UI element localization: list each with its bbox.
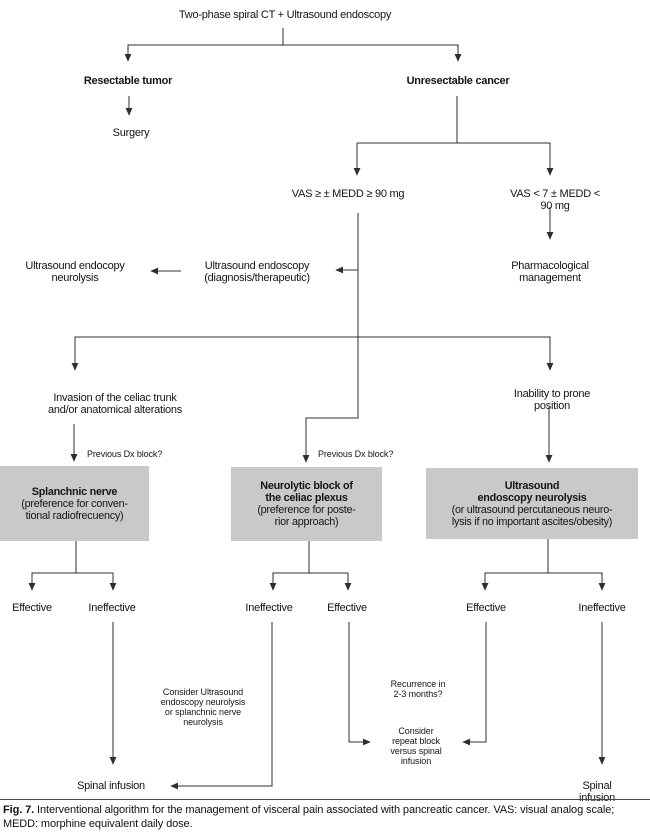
box-splanchnic-title: Splanchnic nerve bbox=[31, 485, 118, 498]
label-effective-3: Effective bbox=[466, 602, 506, 614]
figure-caption: Fig. 7. Interventional algorithm for the… bbox=[3, 804, 648, 831]
node-ultrasound-endocopy-neurolysis: Ultrasound endocopy neurolysis bbox=[25, 260, 125, 284]
label-ineffective-3: Ineffective bbox=[578, 602, 626, 614]
box-neurolytic-title: Neurolytic block of the celiac plexus bbox=[260, 480, 353, 504]
box-splanchnic-nerve: Splanchnic nerve (preference for conven-… bbox=[0, 466, 149, 541]
node-vas-low: VAS < 7 ± MEDD < 90 mg bbox=[510, 188, 600, 212]
node-surgery: Surgery bbox=[112, 127, 150, 139]
node-title: Two-phase spiral CT + Ultrasound endosco… bbox=[178, 9, 392, 21]
note-recurrence: Recurrence in 2-3 months? bbox=[390, 679, 446, 699]
label-ineffective-2: Ineffective bbox=[245, 602, 293, 614]
note-consider-us-neurolysis: Consider Ultrasound endoscopy neurolysis… bbox=[160, 687, 246, 727]
box-neurolytic-subtitle: (preference for poste- rior approach) bbox=[257, 504, 356, 528]
box-ultrasound-subtitle: (or ultrasound percutaneous neuro- lysis… bbox=[451, 503, 613, 528]
box-ultrasound-endoscopy-neurolysis: Ultrasound endoscopy neurolysis (or ultr… bbox=[426, 468, 638, 539]
caption-divider bbox=[0, 799, 650, 800]
caption-text: Interventional algorithm for the managem… bbox=[3, 804, 615, 830]
label-effective-1: Effective bbox=[12, 602, 52, 614]
label-previous-dx-block-left: Previous Dx block? bbox=[87, 449, 163, 459]
node-invasion-celiac-trunk: Invasion of the celiac trunk and/or anat… bbox=[48, 392, 182, 416]
node-spinal-infusion-right: Spinal infusion bbox=[579, 780, 615, 804]
note-consider-repeat-block: Consider repeat block versus spinal infu… bbox=[390, 726, 442, 766]
node-resectable-tumor: Resectable tumor bbox=[83, 75, 173, 87]
label-ineffective-1: Ineffective bbox=[88, 602, 136, 614]
label-previous-dx-block-mid: Previous Dx block? bbox=[318, 449, 394, 459]
box-ultrasound-title: Ultrasound endoscopy neurolysis bbox=[477, 479, 587, 504]
box-splanchnic-subtitle: (preference for conven- tional radiofrec… bbox=[21, 497, 128, 522]
node-inability-prone-position: Inability to prone position bbox=[513, 388, 591, 412]
caption-label: Fig. 7. bbox=[3, 804, 35, 816]
connector-arrows bbox=[28, 45, 606, 790]
node-spinal-infusion-left: Spinal infusion bbox=[77, 780, 145, 792]
node-ultrasound-endoscopy-diagnostic: Ultrasound endoscopy (diagnosis/therapeu… bbox=[204, 260, 310, 284]
connector-lines bbox=[31, 28, 603, 574]
node-unresectable-cancer: Unresectable cancer bbox=[406, 75, 510, 87]
node-vas-high: VAS ≥ ± MEDD ≥ 90 mg bbox=[291, 188, 405, 200]
box-neurolytic-celiac-plexus: Neurolytic block of the celiac plexus (p… bbox=[231, 467, 382, 541]
node-pharmacological-management: Pharmacological management bbox=[511, 260, 589, 284]
label-effective-2: Effective bbox=[327, 602, 367, 614]
